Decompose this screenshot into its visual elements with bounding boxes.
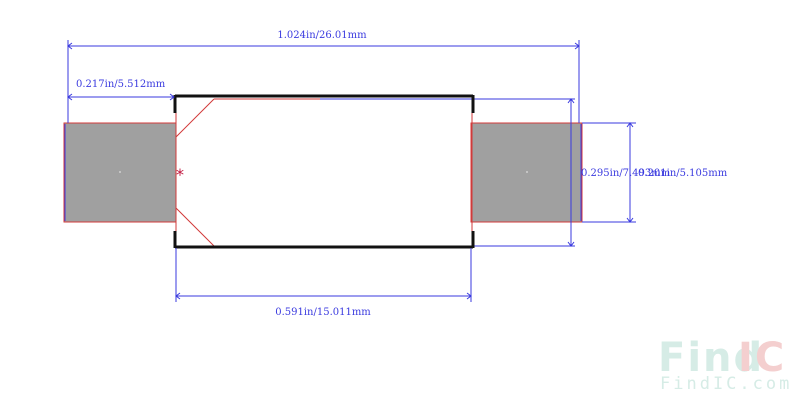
- body-outline: [175, 98, 473, 247]
- pad-length-arrow-right: [169, 93, 175, 101]
- watermark-logo-ic: IC: [738, 335, 786, 381]
- body-height-arrow-bottom: [567, 241, 575, 247]
- pin1-marker: *: [176, 165, 184, 184]
- watermark-site: FindIC.com: [660, 374, 792, 394]
- pad-height-label: 0.201in/5.105mm: [638, 168, 728, 179]
- body-height-arrow-top: [567, 98, 575, 104]
- body-length-label: 0.591in/15.011mm: [275, 307, 371, 318]
- findic-watermark: Find IC FindIC.com: [658, 335, 792, 394]
- watermark-logo-find: Find: [658, 335, 764, 381]
- overall-width-label: 1.024in/26.01mm: [277, 30, 367, 41]
- body-height-label: 0.295in/7.493mm: [581, 168, 671, 179]
- pad-length-label: 0.217in/5.512mm: [76, 79, 166, 90]
- pad-length-arrow-left: [67, 93, 73, 101]
